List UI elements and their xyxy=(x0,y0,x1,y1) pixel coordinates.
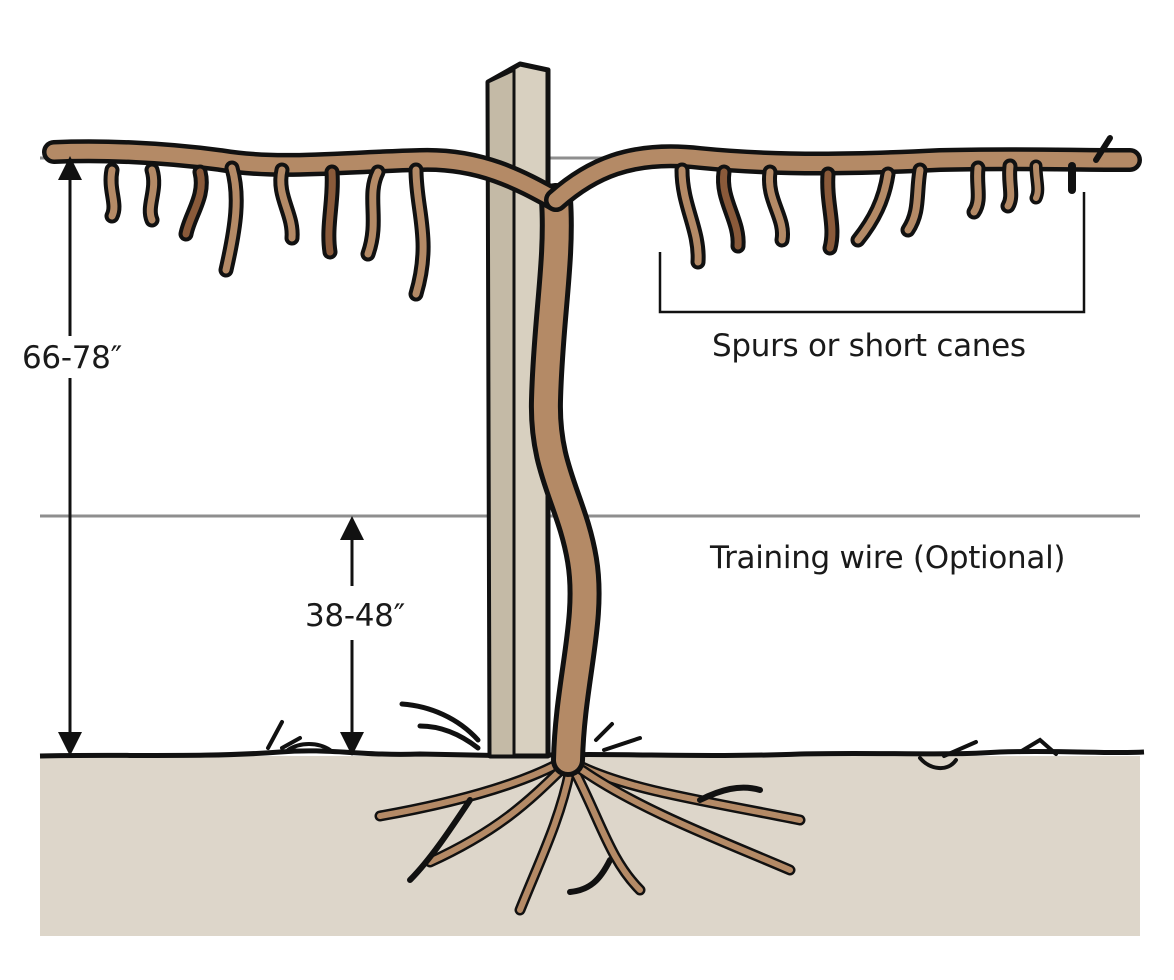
spur xyxy=(364,168,382,258)
weed xyxy=(594,722,642,752)
root xyxy=(572,769,643,893)
spur xyxy=(765,168,787,244)
trunk xyxy=(533,188,597,772)
label-bg xyxy=(14,336,130,378)
weed xyxy=(399,701,481,751)
spur xyxy=(970,164,982,216)
root xyxy=(377,757,568,819)
spur xyxy=(854,170,892,244)
label-bg xyxy=(298,594,414,636)
spur xyxy=(678,166,702,266)
left-arm xyxy=(46,143,564,208)
spurs-bracket xyxy=(658,192,1086,314)
roots xyxy=(374,754,806,916)
height-label-38-48: 38-48″ xyxy=(305,598,405,634)
root xyxy=(577,763,803,823)
spur xyxy=(824,170,836,252)
spur xyxy=(412,166,427,298)
soil xyxy=(40,756,1140,936)
spur xyxy=(222,164,240,274)
spur xyxy=(719,168,742,250)
root xyxy=(407,797,473,883)
spur xyxy=(146,166,158,224)
ground-line xyxy=(39,748,1145,759)
spur xyxy=(107,166,118,220)
root xyxy=(579,767,793,873)
height-label-66-78: 66-78″ xyxy=(22,340,122,376)
right-arm xyxy=(548,148,1138,208)
spur xyxy=(182,168,205,238)
right-spurs xyxy=(674,158,1076,270)
post-shade xyxy=(486,67,516,758)
weed xyxy=(266,720,332,752)
weed xyxy=(918,740,978,770)
spur xyxy=(325,168,336,256)
spur xyxy=(277,166,296,242)
right-arm-tip xyxy=(1093,135,1113,163)
root xyxy=(697,784,763,803)
ground xyxy=(39,701,1145,936)
spur xyxy=(904,166,924,234)
root xyxy=(517,767,573,913)
root xyxy=(567,857,613,895)
vine xyxy=(42,135,1142,777)
weed xyxy=(1018,737,1058,756)
spurs-label: Spurs or short canes xyxy=(712,328,1026,364)
spur xyxy=(1004,162,1015,210)
root xyxy=(427,763,568,865)
left-spurs xyxy=(103,160,431,302)
spur xyxy=(1033,163,1041,201)
training-wire-label: Training wire (Optional) xyxy=(709,540,1065,576)
